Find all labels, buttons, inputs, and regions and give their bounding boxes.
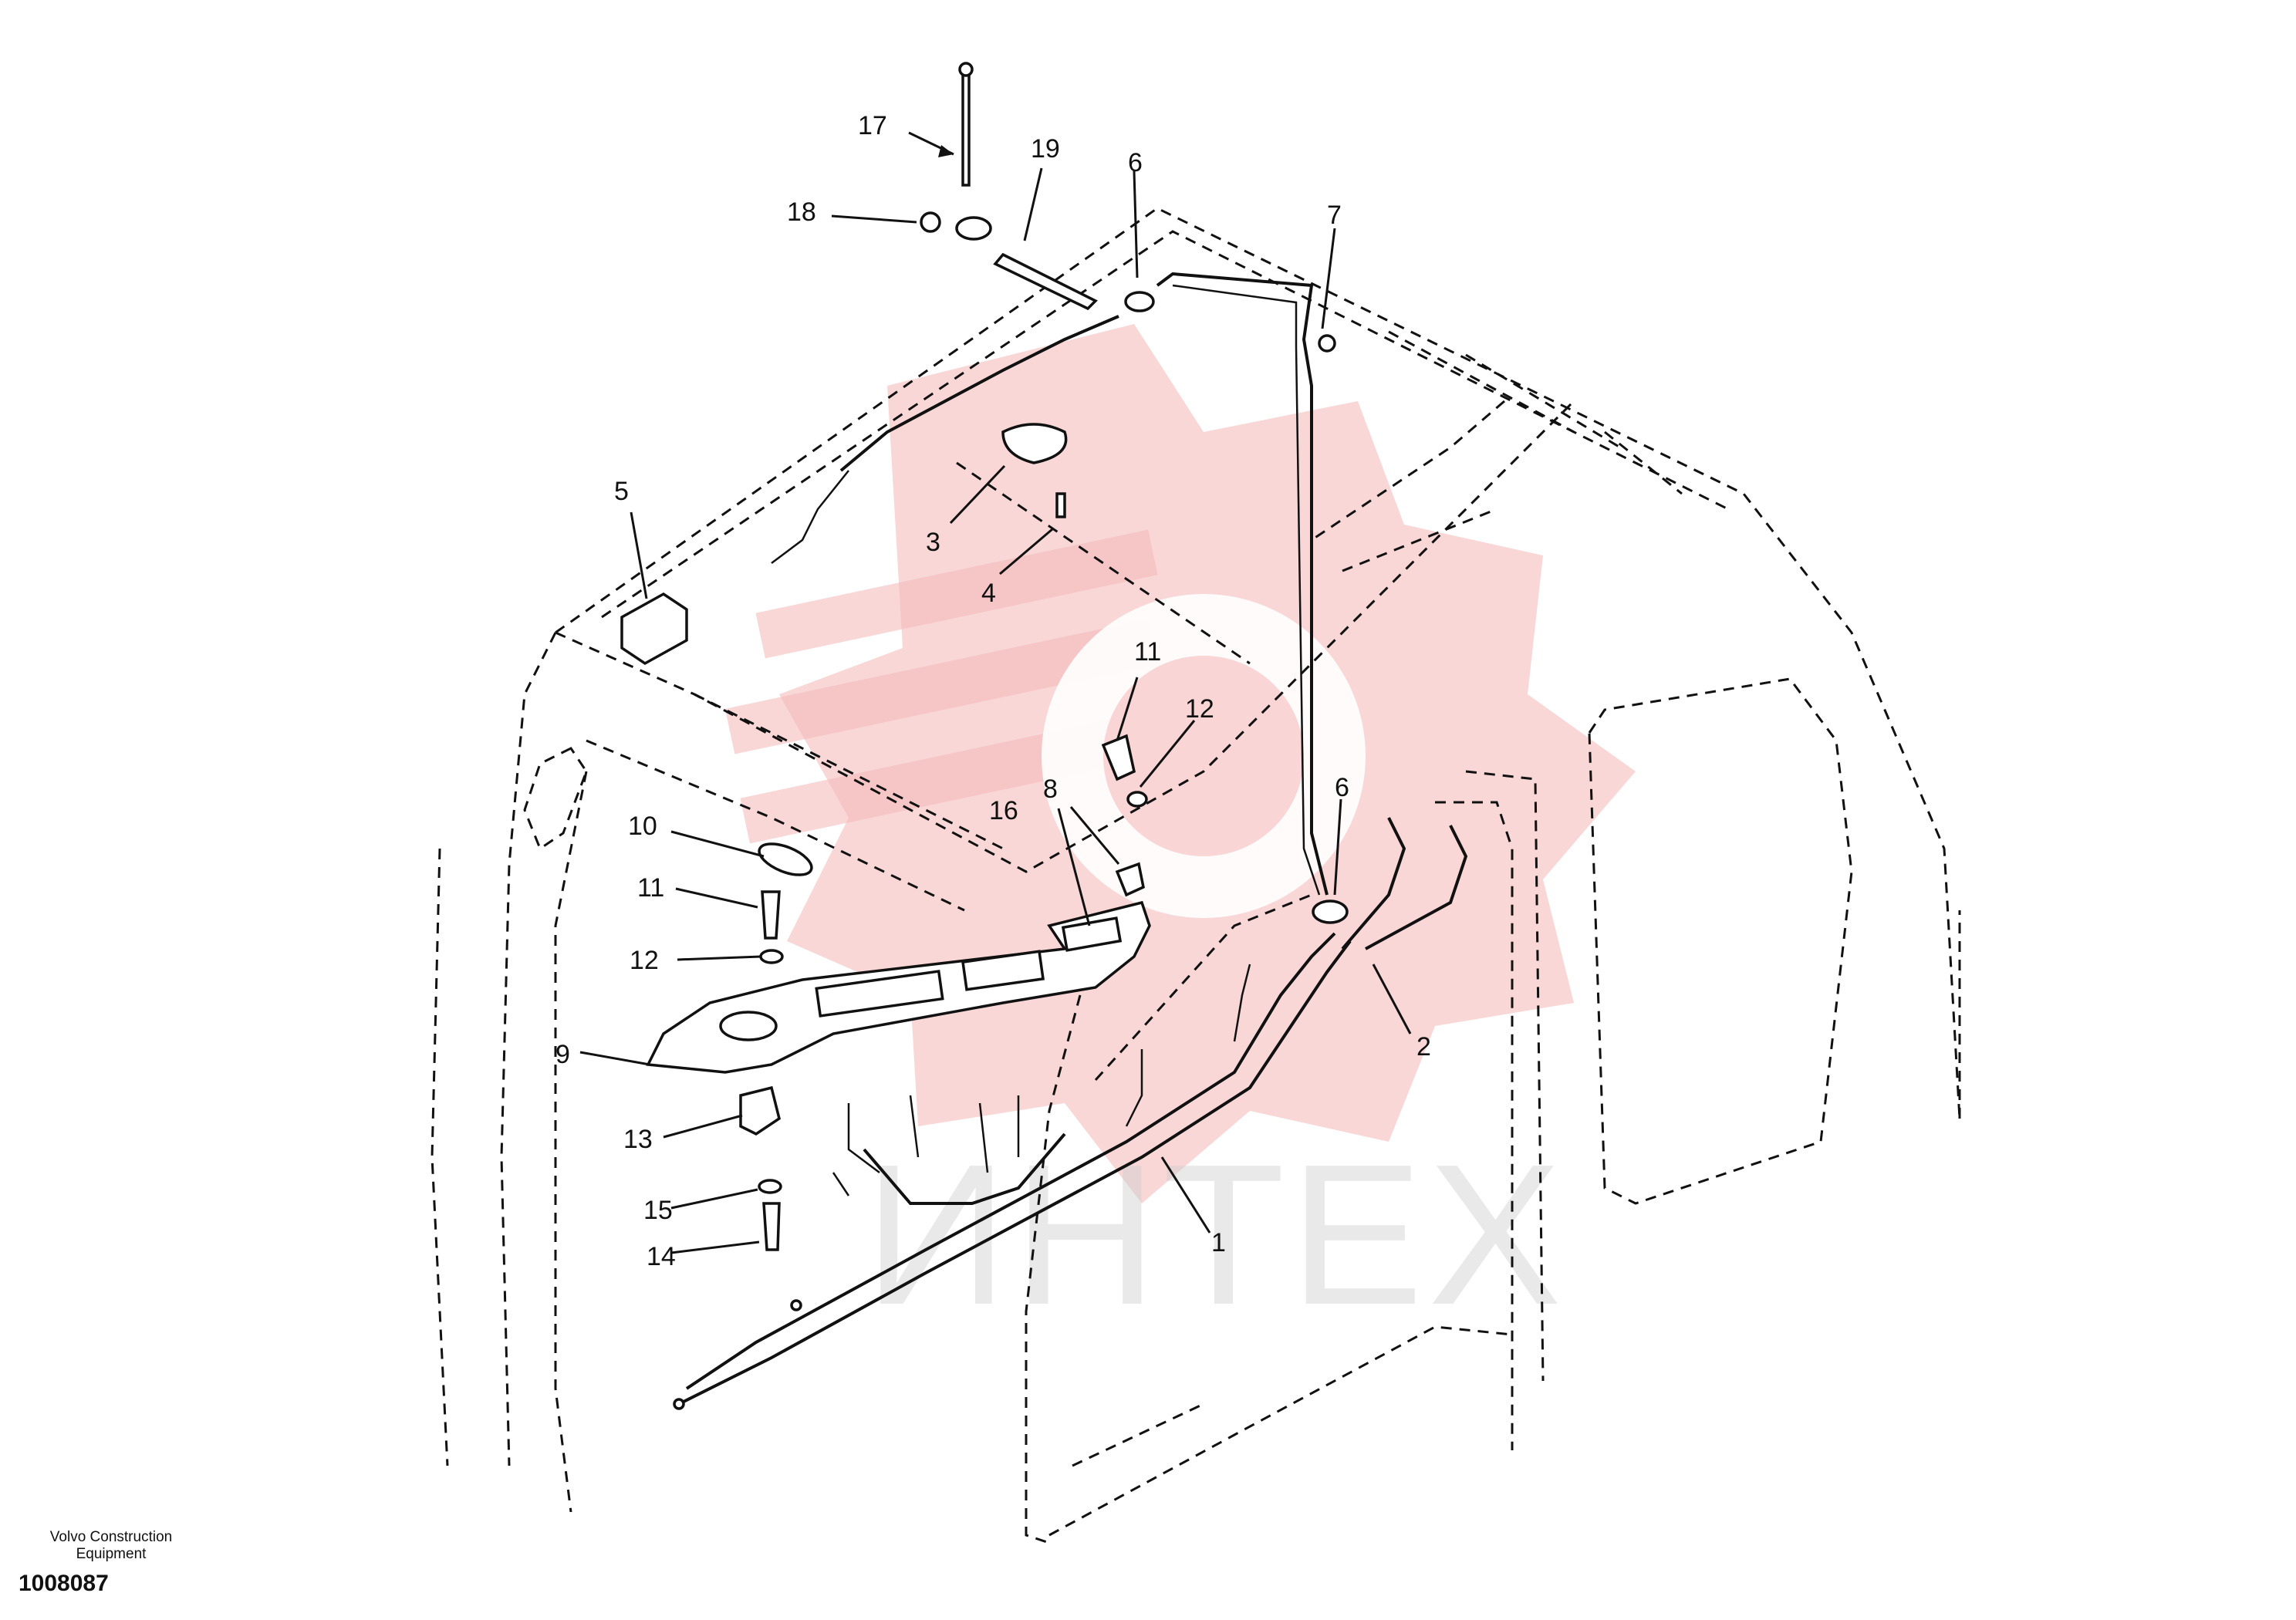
screw-4 xyxy=(1055,492,1066,518)
footer: Volvo Construction Equipment 1008087 xyxy=(19,1529,204,1597)
cab-outline xyxy=(430,207,1961,1544)
plug-10 xyxy=(758,842,813,876)
ground-terminal xyxy=(790,1299,802,1311)
antenna-tip xyxy=(958,62,974,77)
bolt-8 xyxy=(1115,862,1145,897)
callout-label: 17 xyxy=(858,111,887,140)
callout-label: 10 xyxy=(628,812,657,841)
callout-label: 6 xyxy=(1335,773,1349,802)
cigar-lighter-13 xyxy=(739,1085,781,1136)
callout-label: 18 xyxy=(787,197,816,227)
screw-14 xyxy=(762,1202,781,1251)
switch-5 xyxy=(620,592,688,666)
callout-label: 5 xyxy=(614,477,629,506)
brand-line-2: Equipment xyxy=(76,1546,147,1562)
callout-label: 16 xyxy=(989,796,1018,825)
callout-label: 2 xyxy=(1416,1032,1431,1061)
callout-label: 12 xyxy=(1185,694,1214,724)
callout-label: 11 xyxy=(1134,637,1161,667)
callout-label: 9 xyxy=(555,1040,570,1069)
antenna-rod xyxy=(961,73,971,187)
callout-label: 11 xyxy=(637,873,664,903)
callout-leaders xyxy=(579,131,1412,1254)
callout-numbers: 17 19 6 7 18 5 3 4 11 12 16 8 6 10 11 12… xyxy=(555,111,1431,1271)
callout-label: 13 xyxy=(623,1125,653,1154)
grommet-6-lower xyxy=(1312,899,1349,924)
callout-label: 15 xyxy=(643,1196,673,1225)
switch-bank-right xyxy=(961,950,1045,991)
callout-label: 4 xyxy=(981,579,996,608)
callout-label: 12 xyxy=(630,946,659,975)
callout-label: 8 xyxy=(1043,775,1058,804)
callout-label: 6 xyxy=(1128,148,1143,177)
washer-15 xyxy=(758,1179,782,1194)
callout-label: 14 xyxy=(647,1242,676,1271)
brand-line-1: Volvo Construction xyxy=(49,1529,173,1545)
bolt-11-lower xyxy=(761,890,781,940)
clamp-7 xyxy=(1318,334,1336,353)
console-socket xyxy=(719,1011,778,1041)
callout-label: 1 xyxy=(1211,1228,1226,1257)
harness-end-connector xyxy=(673,1398,685,1410)
washer-12-upper xyxy=(1126,791,1148,808)
antenna-base xyxy=(955,216,992,241)
callout-label: 19 xyxy=(1031,134,1060,164)
parts xyxy=(620,62,1349,1410)
washer-12-lower xyxy=(759,949,784,964)
document-number: 1008087 xyxy=(19,1571,109,1596)
wiring-harness xyxy=(678,272,1468,1406)
callout-label: 7 xyxy=(1327,201,1342,230)
watermark-text: ИНТЕХ xyxy=(864,1123,1566,1347)
switch-bank-left xyxy=(815,970,944,1018)
grommet-6-top xyxy=(1124,291,1155,312)
watermark-gear-logo xyxy=(724,324,1636,1203)
antenna-cable-connector xyxy=(993,252,1098,311)
dome-lamp-3 xyxy=(1001,423,1068,464)
bolt-18 xyxy=(920,211,941,233)
callout-label: 3 xyxy=(926,528,940,557)
